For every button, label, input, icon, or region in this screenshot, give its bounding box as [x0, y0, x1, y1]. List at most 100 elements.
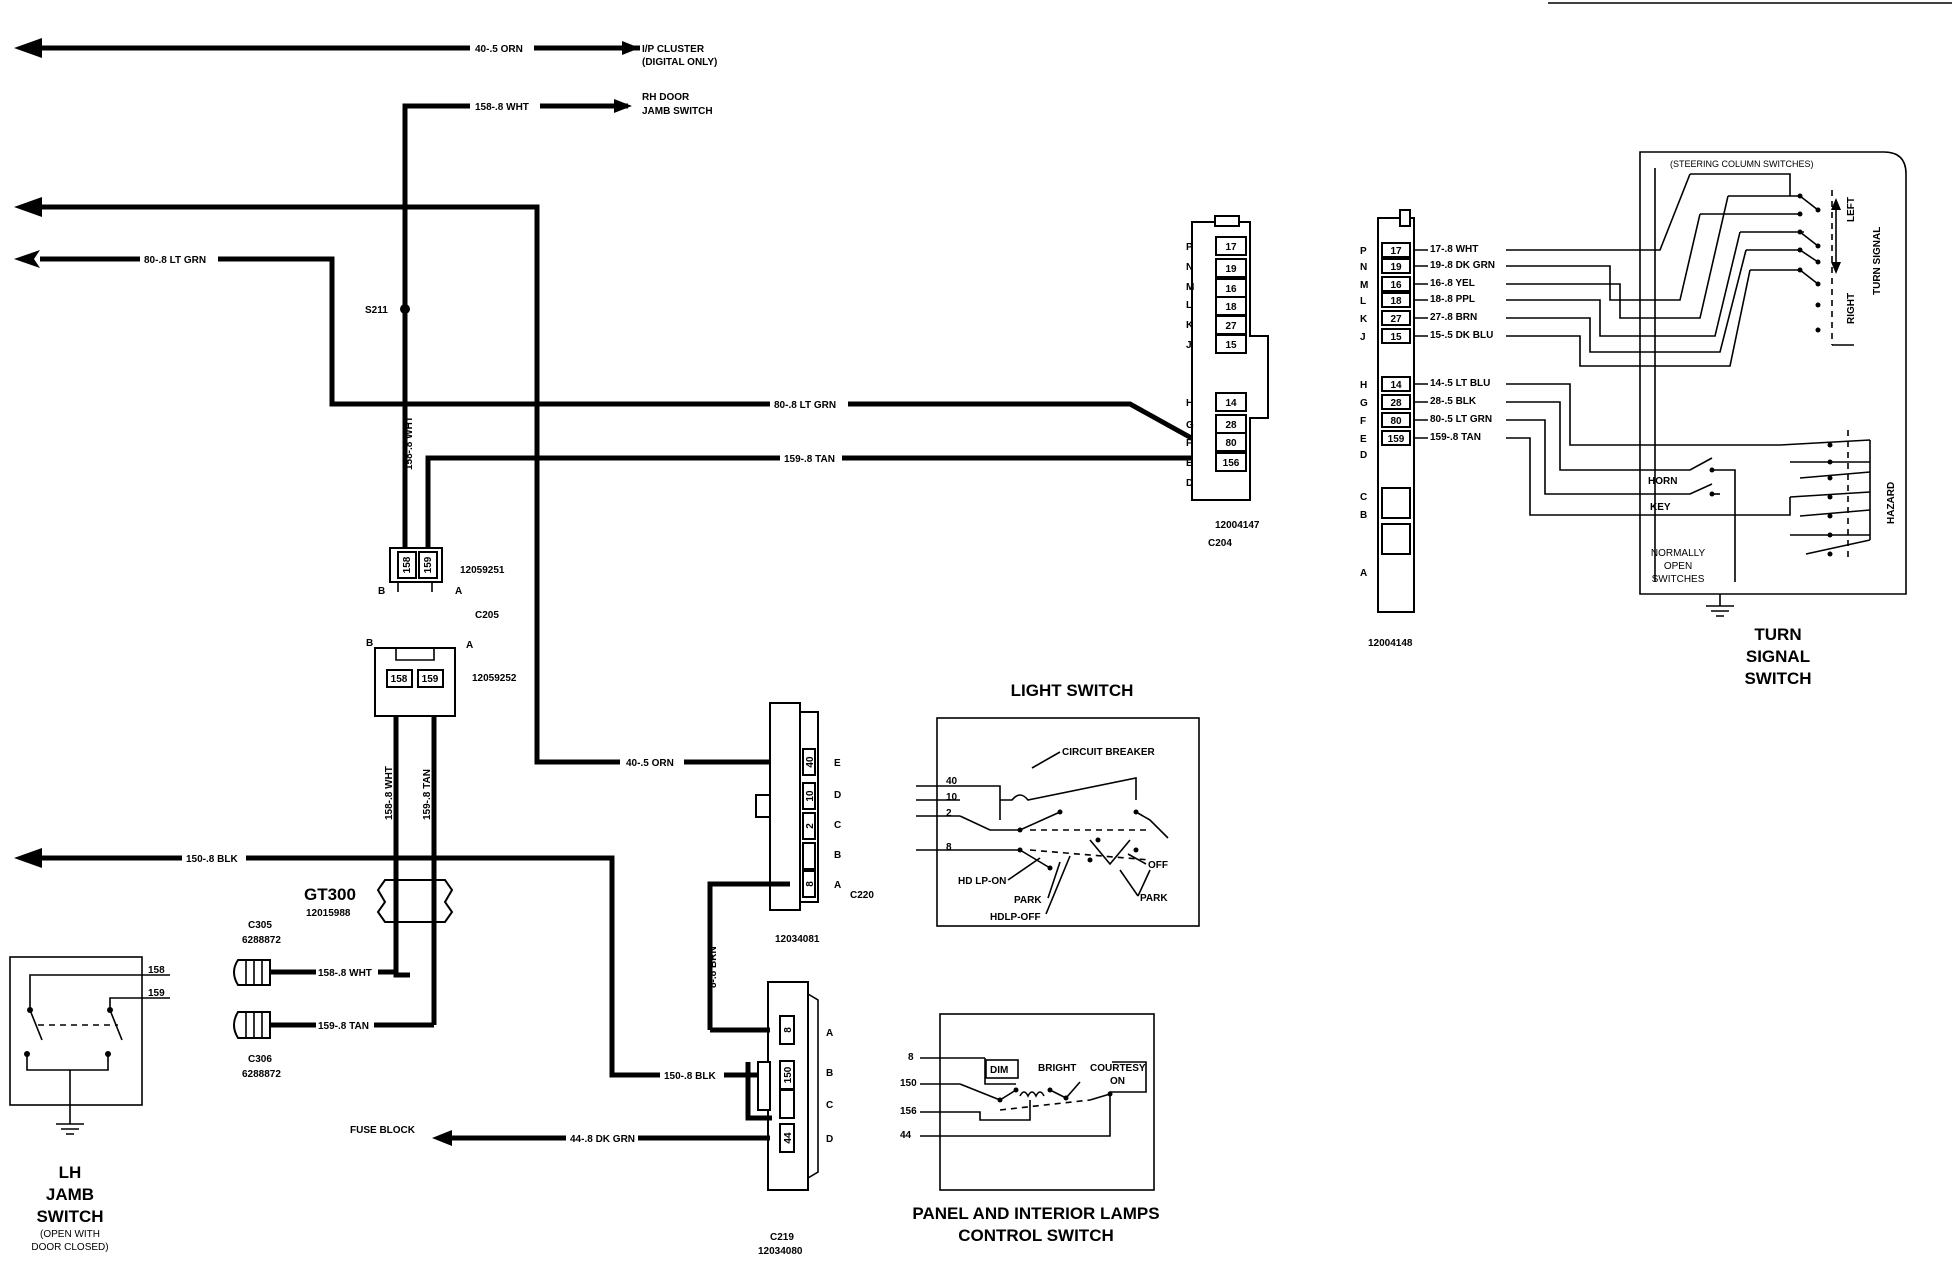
svg-text:156: 156 — [900, 1106, 917, 1117]
c204-cell-label: 28 — [1225, 420, 1237, 431]
svg-text:6288872: 6288872 — [242, 1069, 281, 1080]
steering-column-label: (STEERING COLUMN SWITCHES) — [1670, 159, 1814, 169]
turn-signal-switch: (STEERING COLUMN SWITCHES) LEFT RIGHT TU… — [1639, 151, 1907, 688]
c-right-pin-letter: K — [1360, 314, 1368, 325]
c220-pin-letter: E — [834, 758, 841, 769]
wire-44-dk-grn: 44-.8 DK GRN — [432, 1130, 770, 1146]
c204-pin-letter: F — [1186, 438, 1192, 449]
c219-cell — [779, 1123, 795, 1153]
c-right-pin-letter: F — [1360, 416, 1366, 427]
svg-text:158: 158 — [148, 965, 165, 976]
connector-c205: 158 159 B A 12059251 C205 — [378, 547, 505, 621]
c-right-wire-label: 27-.8 BRN — [1430, 312, 1477, 323]
c-right-cell — [1381, 242, 1411, 258]
c-right-wire — [1414, 213, 1701, 301]
c305-wire-label: 158-.8 WHT — [318, 968, 372, 979]
svg-text:159: 159 — [422, 674, 439, 685]
svg-text:B: B — [378, 586, 385, 597]
c-right-wire-label-bg — [1428, 242, 1506, 253]
vert-158-label: 158-.8 WHT — [404, 416, 415, 470]
c-right-wire-label-bg — [1428, 394, 1506, 405]
wire-159-mid-label: 159-.8 TAN — [784, 454, 835, 465]
c220-cell — [802, 782, 816, 810]
c-right-pin-letter: J — [1360, 332, 1366, 343]
lh-jamb-title-3: SWITCH — [36, 1207, 103, 1226]
c219-name: C219 — [770, 1232, 794, 1243]
lh-jamb-switch: 158 159 LH JAMB SWITCH (OPEN WITH DOOR C… — [9, 956, 170, 1253]
c204-pin-letter: D — [1186, 478, 1193, 489]
c220-pin-letter: D — [834, 790, 841, 801]
c-right-wire-label: 159-.8 TAN — [1430, 432, 1481, 443]
c204-cell-label: 17 — [1225, 242, 1237, 253]
c204-cell-label: 18 — [1225, 302, 1237, 313]
turn-signal-title-1: TURN — [1754, 625, 1801, 644]
c204-name: C204 — [1208, 538, 1232, 549]
c204-cell — [1215, 236, 1247, 256]
c220-cell-label: 2 — [805, 823, 816, 829]
svg-text:A: A — [466, 640, 473, 651]
wire-158-wht-vert — [393, 716, 410, 978]
c-right-pin-letter: A — [1360, 568, 1367, 579]
c205-mate-part: 12059252 — [472, 673, 517, 684]
svg-text:44: 44 — [900, 1130, 912, 1141]
panel-title-2: CONTROL SWITCH — [958, 1226, 1114, 1245]
svg-text:10: 10 — [946, 792, 958, 803]
c219-part: 12034080 — [758, 1246, 803, 1257]
c205-name: C205 — [475, 610, 499, 621]
lh-jamb-note-1: (OPEN WITH — [40, 1229, 100, 1240]
key-label: KEY — [1650, 502, 1671, 513]
c-right-cell — [1381, 394, 1411, 410]
c-right-wire-label-bg — [1428, 310, 1506, 321]
svg-text:A: A — [455, 586, 462, 597]
c204-cell-label: 156 — [1223, 458, 1240, 469]
horn-label: HORN — [1648, 476, 1677, 487]
wire-80-label: 80-.8 LT GRN — [144, 255, 206, 266]
dim-label: DIM — [990, 1065, 1008, 1076]
c-right-pin-letter: P — [1360, 246, 1367, 257]
c-right-cell — [1381, 328, 1411, 344]
park2-label: PARK — [1140, 893, 1168, 904]
c220-cell-label: 10 — [805, 790, 816, 802]
courtesy-on-label: ON — [1110, 1076, 1125, 1087]
c205-part: 12059251 — [460, 565, 505, 576]
light-switch: LIGHT SWITCH 40 10 2 8 CIRCUIT BREAKER O… — [916, 681, 1200, 927]
bright-label: BRIGHT — [1038, 1063, 1076, 1074]
wire-40-orn-top: 40-.5 ORN — [14, 38, 640, 58]
fuse-block-label: FUSE BLOCK — [350, 1125, 416, 1136]
normally-open-2: OPEN — [1664, 561, 1692, 572]
svg-text:8: 8 — [946, 842, 952, 853]
panel-lamps-switch: 8 150 156 44 DIM BRIGHT COURTESY ON PANE… — [900, 1013, 1160, 1245]
normally-open-3: SWITCHES — [1652, 574, 1705, 585]
c219-cell — [779, 1089, 795, 1119]
c220-cell — [802, 842, 816, 870]
vert-wht-label: 158-.8 WHT — [384, 766, 395, 820]
c220-pin-letter: C — [834, 820, 841, 831]
c-right-pin-letter: B — [1360, 510, 1367, 521]
svg-text:C305: C305 — [248, 920, 272, 931]
wire-40-label: 40-.5 ORN — [475, 44, 523, 55]
svg-text:159: 159 — [423, 556, 434, 573]
c-right-cell — [1381, 258, 1411, 274]
c219-pin-letter: D — [826, 1134, 833, 1145]
wire-158-wht-top: 158-.8 WHT — [402, 99, 632, 560]
wire-8-brn — [707, 881, 790, 1030]
c204-pin-letter: P — [1186, 242, 1193, 253]
c-right-cell-label: 17 — [1390, 246, 1402, 257]
c-right-cell — [1381, 276, 1411, 292]
wire-80-mid-label: 80-.8 LT GRN — [774, 400, 836, 411]
c204-cell-label: 14 — [1225, 398, 1237, 409]
c219-cell-label: 44 — [783, 1132, 794, 1144]
c204-cell-label: 19 — [1225, 264, 1237, 275]
c204-cell — [1215, 392, 1247, 412]
c-right-wire — [1414, 195, 1729, 319]
c-right-wire-label: 15-.5 DK BLU — [1430, 330, 1493, 341]
rh-door-label: RH DOOR — [642, 92, 690, 103]
panel-title-1: PANEL AND INTERIOR LAMPS — [912, 1204, 1159, 1223]
turn-signal-title-2: SIGNAL — [1746, 647, 1810, 666]
c-right-pin-letter: C — [1360, 492, 1367, 503]
c204-cell — [1215, 432, 1247, 452]
grommet-gt300: GT300 12015988 — [304, 879, 454, 923]
c-right-wire-label-bg — [1428, 276, 1506, 287]
c-right-wire-label: 19-.8 DK GRN — [1430, 260, 1495, 271]
